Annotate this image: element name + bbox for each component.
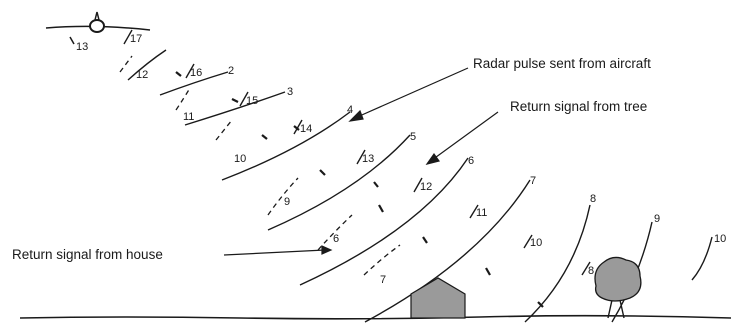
return-number: 6 [333,233,339,245]
pulse-arc-3 [184,91,286,126]
return-slashes [123,29,591,276]
return-number: 16 [190,67,202,79]
pulse-arc-7 [364,179,531,323]
pulse-arc-4 [221,111,351,181]
return-number: 17 [130,33,142,45]
aircraft [45,11,151,45]
pulse-number: 7 [530,175,536,187]
radar-pulse-arcs [127,49,713,323]
ground-line [19,314,731,320]
return-wavelets [119,55,401,276]
pulse-number: 2 [228,65,234,77]
return-number-labels: 6 7 8 9 10 11 12 13 14 15 16 17 [130,33,594,286]
return-number: 10 [234,153,246,165]
tree [594,256,642,319]
pulse-number: 9 [654,213,660,225]
return-number: 9 [284,196,290,208]
pulse-arc-5 [267,134,411,231]
return-number: 10 [530,237,542,249]
pulse-arc-6 [299,157,469,286]
aircraft-number: 13 [76,41,88,53]
return-number: 15 [246,95,258,107]
pulse-number: 3 [287,86,293,98]
pulse-arc-10 [691,236,713,281]
pulse-number: 8 [590,193,596,205]
return-number: 12 [420,181,432,193]
pulse-arc-8 [524,204,591,323]
radar-pulse-arrow [354,67,469,119]
return-number: 11 [183,111,194,123]
return-number: 11 [476,207,487,219]
house-return-arrow [223,249,326,256]
tree-return-numbers: 12 11 10 [420,181,542,249]
return-number: 12 [136,69,148,81]
pulse-number: 10 [714,233,726,245]
tree-return-arrow [431,111,499,161]
radar-pulse-label: Radar pulse sent from aircraft [473,56,651,71]
callout-arrows [223,67,499,256]
pulse-arc-2 [159,71,229,96]
return-number: 13 [362,153,374,165]
house [410,277,466,319]
pulse-number: 6 [468,155,474,167]
pulse-number-labels: 2 3 4 5 6 7 8 9 10 [228,65,726,245]
tree-return-label: Return signal from tree [510,99,647,114]
return-number: 7 [380,274,386,286]
house-return-label: Return signal from house [12,247,163,262]
return-number: 8 [588,265,594,277]
pulse-number: 4 [347,104,353,116]
propagation-ticks [175,71,544,308]
pulse-number: 5 [410,131,416,143]
return-number: 14 [300,123,312,135]
pulse-arc-1 [127,49,167,81]
